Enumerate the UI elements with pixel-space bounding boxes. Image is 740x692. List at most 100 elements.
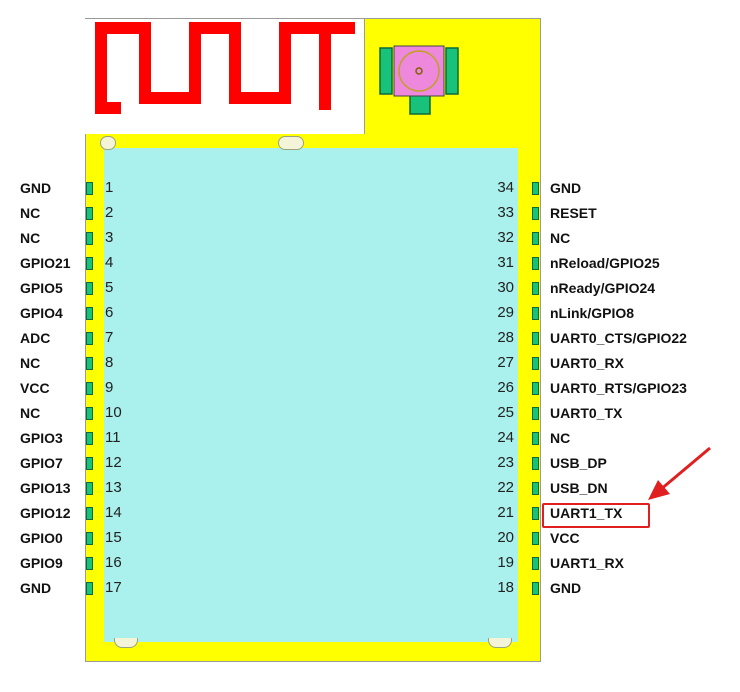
pin-pad bbox=[532, 557, 539, 570]
pin-name: GPIO7 bbox=[20, 455, 63, 471]
rf-shield-can bbox=[104, 148, 518, 642]
pin-number: 23 bbox=[497, 454, 514, 471]
pin-pad bbox=[532, 257, 539, 270]
pin-name: RESET bbox=[550, 205, 597, 221]
antenna-clearance-area bbox=[85, 18, 365, 134]
pin-number: 15 bbox=[105, 529, 122, 546]
pin-name: GND bbox=[550, 580, 582, 596]
pin-number: 32 bbox=[497, 229, 514, 246]
pin-pad bbox=[532, 407, 539, 420]
pin-number: 27 bbox=[497, 354, 514, 371]
pin-pad bbox=[86, 257, 93, 270]
pin-row-2: NC 2 bbox=[0, 202, 740, 226]
pin-pad bbox=[86, 382, 93, 395]
pin-number: 18 bbox=[497, 579, 514, 596]
pin-pad bbox=[86, 407, 93, 420]
pin-pad bbox=[86, 432, 93, 445]
pin-name: nLink/GPIO8 bbox=[550, 305, 635, 321]
pin-number: 8 bbox=[105, 354, 114, 371]
highlight-box-uart1-tx bbox=[542, 503, 650, 528]
pin-row-4: GPIO21 4 bbox=[0, 252, 740, 276]
pin-number: 22 bbox=[497, 479, 514, 496]
pin-number: 24 bbox=[497, 429, 514, 446]
ipex-connector bbox=[379, 45, 459, 115]
pin-name: NC bbox=[550, 430, 571, 446]
pin-pad bbox=[532, 532, 539, 545]
pin-number: 12 bbox=[105, 454, 122, 471]
pin-row-5: GPIO5 5 bbox=[0, 277, 740, 301]
pin-name: VCC bbox=[20, 380, 50, 396]
antenna-meander bbox=[95, 22, 355, 114]
pin-name: nReady/GPIO24 bbox=[550, 280, 656, 296]
pin-number: 30 bbox=[497, 279, 514, 296]
pin-pad bbox=[532, 457, 539, 470]
pin-name: NC bbox=[20, 205, 41, 221]
pcb-antenna-trace bbox=[95, 22, 355, 114]
pin-row-28: UART0_CTS/GPIO22 28 bbox=[0, 327, 740, 351]
pin-name: GPIO5 bbox=[20, 280, 63, 296]
pin-name: USB_DN bbox=[550, 480, 608, 496]
pin-number: 17 bbox=[105, 579, 122, 596]
pin-name: GPIO21 bbox=[20, 255, 71, 271]
pin-name: NC bbox=[550, 230, 571, 246]
antenna-clearance-step bbox=[85, 118, 245, 134]
pin-name: GPIO12 bbox=[20, 505, 71, 521]
pin-pad bbox=[86, 332, 93, 345]
pin-number: 4 bbox=[105, 254, 114, 271]
mounting-hole-bottom-right bbox=[488, 638, 512, 648]
pin-number: 16 bbox=[105, 554, 122, 571]
pin-pad bbox=[532, 357, 539, 370]
pin-name: UART0_CTS/GPIO22 bbox=[550, 330, 687, 346]
pin-row-32: NC 32 bbox=[0, 227, 740, 251]
pin-number: 29 bbox=[497, 304, 514, 321]
pin-name: NC bbox=[20, 230, 41, 246]
pin-pad bbox=[86, 282, 93, 295]
pin-name: GPIO3 bbox=[20, 430, 63, 446]
pin-name: GND bbox=[550, 180, 582, 196]
pin-number: 28 bbox=[497, 329, 514, 346]
pin-pad bbox=[86, 482, 93, 495]
pin-name: GPIO9 bbox=[20, 555, 63, 571]
pin-pad bbox=[532, 332, 539, 345]
pin-name: NC bbox=[20, 355, 41, 371]
pin-pad bbox=[532, 182, 539, 195]
pin-name: VCC bbox=[550, 530, 580, 546]
pin-name: ADC bbox=[20, 330, 51, 346]
pin-row-30: nReady/GPIO24 30 bbox=[0, 277, 740, 301]
pin-number: 21 bbox=[497, 504, 514, 521]
mounting-hole-bottom-left bbox=[114, 638, 138, 648]
pin-name: UART0_RTS/GPIO23 bbox=[550, 380, 687, 396]
pin-pad bbox=[86, 532, 93, 545]
pin-pad bbox=[532, 207, 539, 220]
pin-pad bbox=[86, 307, 93, 320]
pin-name: GPIO13 bbox=[20, 480, 71, 496]
pin-row-22: USB_DN 22 bbox=[0, 477, 740, 501]
pin-number: 2 bbox=[105, 204, 114, 221]
pin-number: 3 bbox=[105, 229, 114, 246]
pin-pad bbox=[532, 482, 539, 495]
pin-row-12: GPIO7 12 bbox=[0, 452, 740, 476]
pin-name: GND bbox=[20, 580, 52, 596]
pin-pad bbox=[532, 382, 539, 395]
pin-row-18: GND 18 bbox=[0, 577, 740, 601]
mounting-hole-top-center bbox=[278, 136, 304, 150]
pin-number: 5 bbox=[105, 279, 114, 296]
pin-name: NC bbox=[20, 405, 41, 421]
pin-pad bbox=[86, 232, 93, 245]
pin-row-3: NC 3 bbox=[0, 227, 740, 251]
pin-pad bbox=[86, 182, 93, 195]
pin-number: 25 bbox=[497, 404, 514, 421]
pin-number: 11 bbox=[105, 429, 121, 446]
